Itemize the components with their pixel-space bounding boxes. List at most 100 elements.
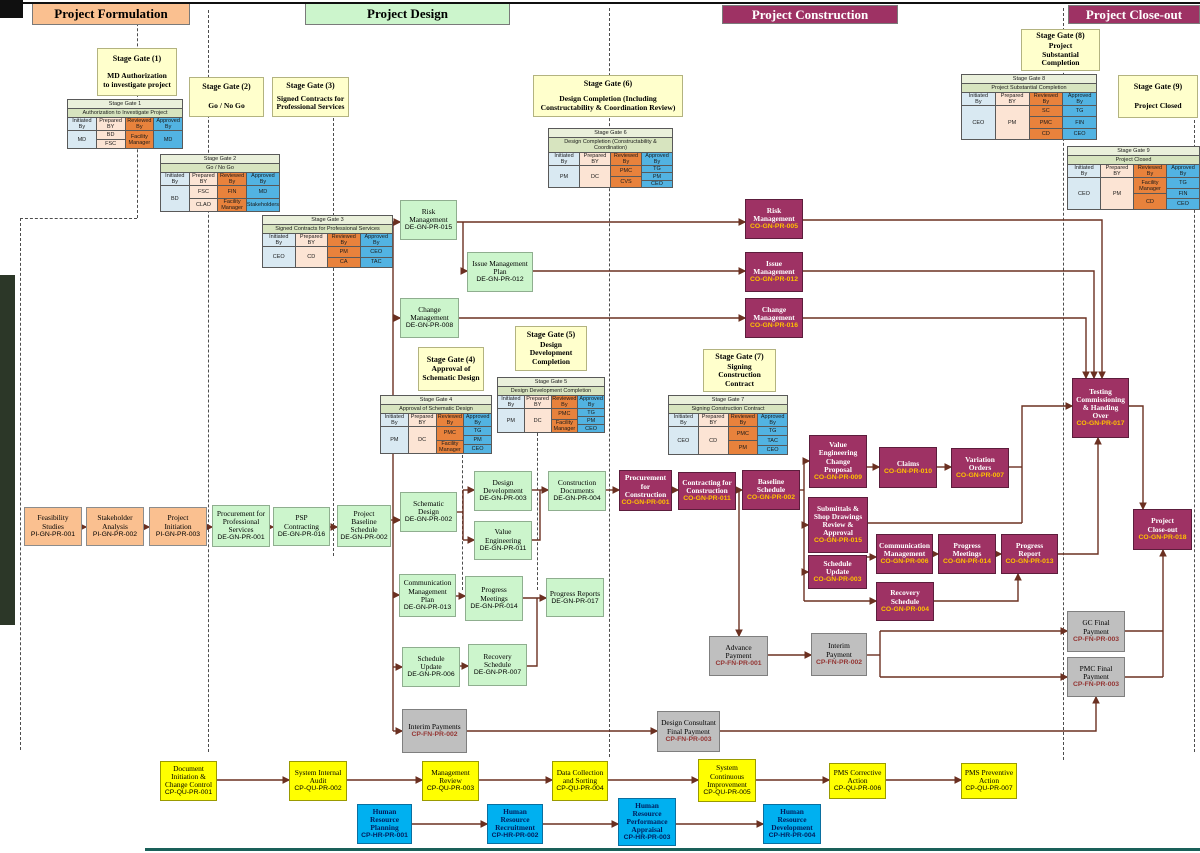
process-label: Document Initiation & Change Control [164, 763, 212, 790]
table-title: Stage Gate 5 [498, 378, 604, 388]
table-column-header: Approved By [154, 118, 182, 132]
table-title: Stage Gate 1 [68, 100, 182, 110]
table-subtitle: Approval of Schematic Design [381, 405, 491, 415]
table-title: Stage Gate 2 [161, 155, 279, 165]
process-label: Management Review [431, 767, 470, 786]
stage-gate-8-description: Project Substantial Completion [1041, 41, 1080, 68]
process-box-submittals-shop-drawings: Submittals & Shop Drawings Review & Appr… [808, 497, 868, 553]
process-label: Interim Payments [408, 722, 461, 732]
phase-divider-line [20, 218, 21, 750]
stage-gate-6-title: Stage Gate (6) [583, 78, 633, 88]
table-title: Stage Gate 6 [549, 129, 672, 139]
table-cell: Facility Manager [551, 418, 578, 432]
stage-gate-1-description: MD Authorization to investigate project [103, 71, 171, 89]
table-column-header: Initiated By [68, 118, 96, 132]
table-cell: MD [246, 186, 279, 199]
process-label: Progress Reports [549, 588, 601, 598]
table-subtitle: Authorization to Investigate Project [68, 109, 182, 119]
stage-gate-9-label: Stage Gate (9)Project Closed [1118, 75, 1198, 118]
stage-gate-3-description: Signed Contracts for Professional Servic… [276, 93, 345, 112]
table-column-header: Reviewed By [1134, 165, 1166, 179]
process-code: CO-GN-PR-002 [747, 494, 795, 502]
process-code: PI-GN-PR-001 [30, 530, 76, 538]
process-code: CO-GN-PR-006 [880, 558, 929, 566]
stage-gate-2-title: Stage Gate (2) [202, 82, 251, 92]
table-cell: MD [68, 131, 96, 148]
table-column-header: Reviewed By [728, 414, 758, 428]
top-border-line [0, 2, 1200, 4]
table-cell: TAC [758, 435, 787, 445]
process-label: System Continuous Improvement [707, 763, 747, 789]
process-label: Project Close-out [1147, 516, 1178, 534]
process-label: Baseline Schedule [756, 476, 786, 495]
process-code: CP-QU-PR-007 [965, 785, 1013, 793]
process-label: Communication Management Plan [403, 578, 452, 604]
table-column-header: Approved By [758, 414, 787, 428]
table-cell: CD [1029, 127, 1063, 139]
stage-gate-4-label: Stage Gate (4)Approval of Schematic Desi… [418, 347, 484, 391]
table-cell: TG [758, 427, 787, 436]
process-code: CO-GN-PR-007 [956, 472, 1004, 480]
phase-header-construction: Project Construction [722, 5, 898, 24]
process-label: Stakeholder Analysis [97, 513, 133, 531]
table-cell: CVS [611, 176, 641, 188]
process-label: Variation Orders [965, 454, 995, 473]
process-label: Human Resource Development [771, 806, 813, 833]
flow-arrow [460, 222, 469, 275]
table-cell: DC [408, 427, 436, 453]
process-label: Design Development [483, 477, 523, 496]
table-cell: CEO [642, 179, 672, 187]
process-code: DE-GN-PR-006 [407, 671, 455, 679]
table-cell: Facility Manager [125, 131, 154, 148]
table-column-header: Reviewed By [328, 234, 360, 248]
process-label: Human Resource Planning [369, 806, 399, 833]
table-column-header: Initiated By [669, 414, 698, 428]
table-cell: PM [464, 435, 491, 445]
process-label: Project Baseline Schedule [350, 508, 378, 535]
phase-divider-line [609, 8, 610, 757]
table-cell: CEO [758, 444, 787, 454]
table-cell: CEO [1063, 127, 1096, 139]
table-cell: Facility Manager [1134, 178, 1166, 194]
process-code: CP-FN-PR-003 [1072, 635, 1120, 643]
table-cell: CD [295, 247, 327, 267]
flow-arrow [803, 219, 1106, 380]
phase-divider-line [1194, 95, 1195, 752]
table-column-header: Reviewed By [551, 396, 578, 410]
table-cell: Stakeholders [246, 198, 279, 211]
table-cell: CEO [360, 247, 392, 257]
table-cell: DC [524, 409, 551, 432]
table-subtitle: Design Development Completion [498, 387, 604, 397]
table-cell: Facility Manager [436, 439, 464, 453]
table-cell: TG [578, 409, 604, 417]
process-code: CP-QU-PR-005 [703, 788, 751, 796]
table-cell: FIN [1063, 116, 1096, 128]
table-cell: BD [161, 186, 189, 211]
process-code: CO-GN-PR-013 [1005, 558, 1054, 566]
